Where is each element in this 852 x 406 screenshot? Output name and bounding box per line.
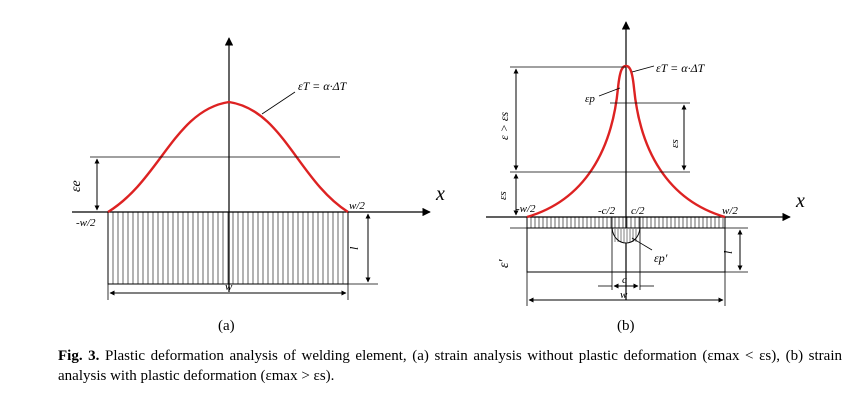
figure-svg: x εe εT = α·ΔT -w/2 w/2 l w (a) x xyxy=(69,21,805,334)
a-left-end: -w/2 xyxy=(76,217,96,229)
b-pos-c-label: c/2 xyxy=(631,205,645,217)
a-eps-label: εe xyxy=(69,180,84,192)
b-strain-curve xyxy=(526,64,726,219)
b-eps-p-prime-label: εp′ xyxy=(654,251,668,265)
b-hatch-lines xyxy=(530,217,724,228)
a-x-axis-label: x xyxy=(435,183,445,205)
b-eps-small-label: εs xyxy=(497,191,509,200)
a-width-label: w xyxy=(225,281,233,293)
b-left-end: -w/2 xyxy=(516,203,536,215)
a-right-end: w/2 xyxy=(349,200,365,212)
a-curve-label: εT = α·ΔT xyxy=(298,79,348,93)
panel-a: x εe εT = α·ΔT -w/2 w/2 l w (a) xyxy=(69,37,445,334)
b-x-axis-label: x xyxy=(795,190,805,212)
b-dip-hatch xyxy=(614,229,637,242)
b-eps-gt-label: ε > εs xyxy=(497,111,511,140)
figure-caption-text: Plastic deformation analysis of welding … xyxy=(58,348,842,384)
b-right-end: w/2 xyxy=(722,205,738,217)
figure: x εe εT = α·ΔT -w/2 w/2 l w (a) x xyxy=(69,21,805,334)
b-peak-label: εp xyxy=(585,93,595,105)
b-curve-label: εT = α·ΔT xyxy=(656,61,706,75)
a-strain-curve xyxy=(107,100,349,214)
a-depth-label: l xyxy=(347,246,361,250)
a-curve-leader xyxy=(261,91,296,115)
a-caption: (a) xyxy=(218,318,235,334)
b-c-label: c xyxy=(622,274,627,286)
panel-b: x ε > εs εs εs ε′ εT = α·ΔT εp xyxy=(486,21,805,334)
figure-caption-label: Fig. 3. xyxy=(58,348,100,364)
b-neg-c-label: -c/2 xyxy=(598,205,616,217)
b-width-label: w xyxy=(620,289,628,301)
figure-caption: Fig. 3. Plastic deformation analysis of … xyxy=(58,346,842,386)
b-curve-leader xyxy=(631,65,655,73)
b-eps-prime-label: ε′ xyxy=(497,258,512,268)
b-eps-s-label: εs xyxy=(669,139,681,148)
b-peak-leader xyxy=(598,87,621,97)
b-eps-p-prime-leader xyxy=(631,237,653,251)
b-caption: (b) xyxy=(617,318,635,334)
a-hatch-lines xyxy=(112,212,344,284)
b-depth-label: l xyxy=(721,250,735,254)
